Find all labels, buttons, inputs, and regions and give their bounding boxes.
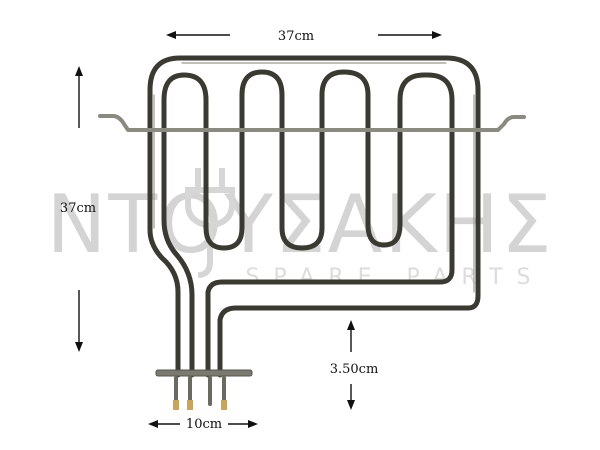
terminal-pins: [174, 376, 226, 410]
terminal-plate: [155, 369, 253, 377]
support-bracket: [98, 114, 526, 132]
watermark-tagline: SPARE PARTS: [245, 265, 544, 290]
height-label: 37cm: [60, 201, 96, 216]
watermark: ΝΤΟΥΣΑΚΗΣ SPARE PARTS: [47, 168, 554, 290]
terminal-tips: [173, 400, 227, 410]
heating-element-highlight: [153, 62, 475, 293]
terminal-span-label: 10cm: [186, 417, 222, 432]
dimension-labels: 37cm 37cm 3.50cm 10cm: [60, 29, 378, 432]
width-label: 37cm: [278, 29, 314, 44]
dimension-annotations: [75, 31, 442, 428]
watermark-brand: ΝΤΟΥΣΑΚΗΣ: [47, 178, 554, 271]
heating-element-tube: [147, 55, 481, 378]
gap-label: 3.50cm: [330, 362, 379, 377]
heating-element: [98, 55, 526, 410]
watermark-plug-icon: [185, 168, 235, 278]
